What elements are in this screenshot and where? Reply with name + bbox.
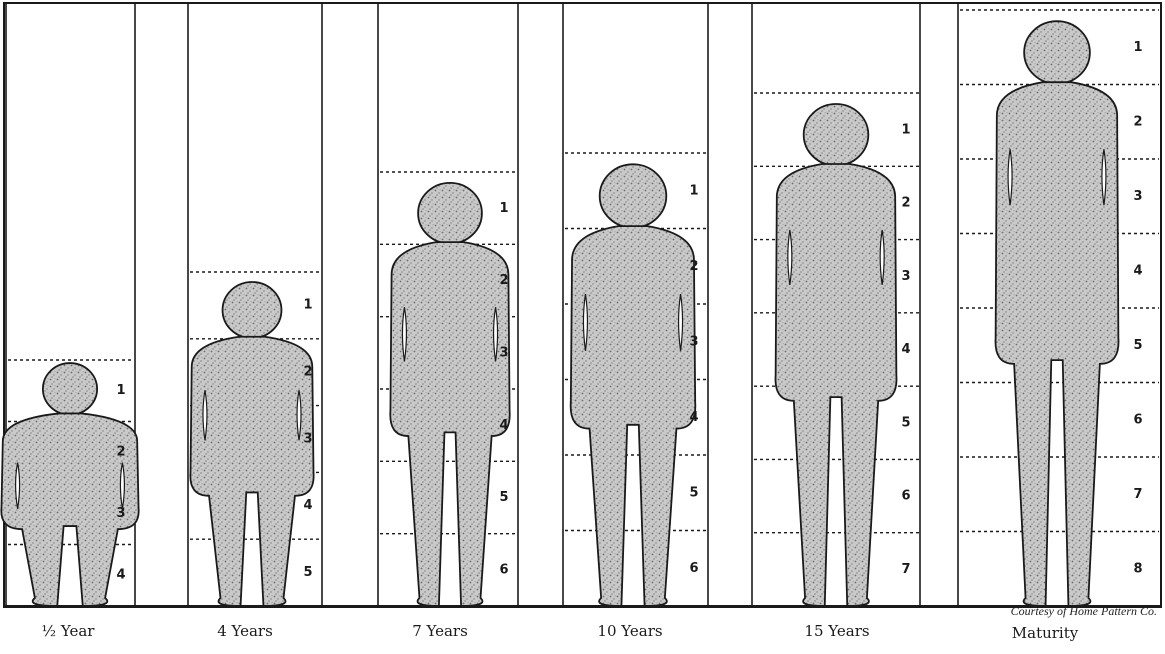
figure-silhouette — [390, 183, 509, 606]
credit-text: Courtesy of Home Pattern Co. — [1011, 604, 1157, 619]
head-unit-number: 6 — [689, 561, 698, 576]
head-unit-number: 1 — [116, 383, 125, 398]
head-unit-number: 7 — [901, 562, 910, 577]
head-unit-number: 3 — [1133, 189, 1142, 204]
head-unit-number: 1 — [303, 298, 312, 313]
head-unit-number: 3 — [116, 506, 125, 521]
head-unit-number: 4 — [1133, 263, 1142, 278]
head-unit-number: 5 — [901, 415, 910, 430]
head-unit-number: 5 — [303, 565, 312, 580]
head-unit-number: 3 — [689, 335, 698, 350]
age-label: Maturity — [1012, 624, 1078, 642]
figure-silhouette — [190, 282, 313, 606]
head-unit-number: 2 — [901, 196, 910, 211]
head-unit-number: 1 — [1133, 40, 1142, 55]
head-unit-number: 2 — [116, 444, 125, 459]
age-label: 7 Years — [412, 622, 468, 640]
head-unit-number: 1 — [901, 122, 910, 137]
head-unit-number: 4 — [303, 498, 312, 513]
head-unit-number: 5 — [1133, 338, 1142, 353]
head-unit-number: 2 — [303, 365, 312, 380]
head-unit-number: 6 — [1133, 412, 1142, 427]
head-unit-number: 2 — [689, 259, 698, 274]
head-unit-number: 8 — [1133, 561, 1142, 576]
age-label: ½ Year — [42, 622, 95, 640]
head-unit-number: 5 — [499, 490, 508, 505]
age-label: 15 Years — [804, 622, 869, 640]
head-unit-number: 7 — [1133, 487, 1142, 502]
head-unit-number: 4 — [116, 567, 125, 582]
head-unit-number: 2 — [1133, 114, 1142, 129]
head-unit-number: 5 — [689, 486, 698, 501]
head-unit-number: 3 — [901, 269, 910, 284]
head-unit-number: 6 — [499, 562, 508, 577]
head-unit-number: 3 — [499, 345, 508, 360]
age-label: 4 Years — [217, 622, 273, 640]
age-label: 10 Years — [597, 622, 662, 640]
figure-silhouette — [571, 164, 696, 606]
figure-silhouette — [995, 21, 1118, 606]
head-unit-number: 1 — [689, 184, 698, 199]
head-unit-number: 4 — [689, 410, 698, 425]
figure-silhouette — [775, 104, 896, 606]
head-unit-number: 6 — [901, 489, 910, 504]
head-unit-number: 2 — [499, 273, 508, 288]
head-unit-number: 3 — [303, 431, 312, 446]
head-unit-number: 1 — [499, 201, 508, 216]
head-unit-number: 4 — [901, 342, 910, 357]
head-unit-number: 4 — [499, 418, 508, 433]
